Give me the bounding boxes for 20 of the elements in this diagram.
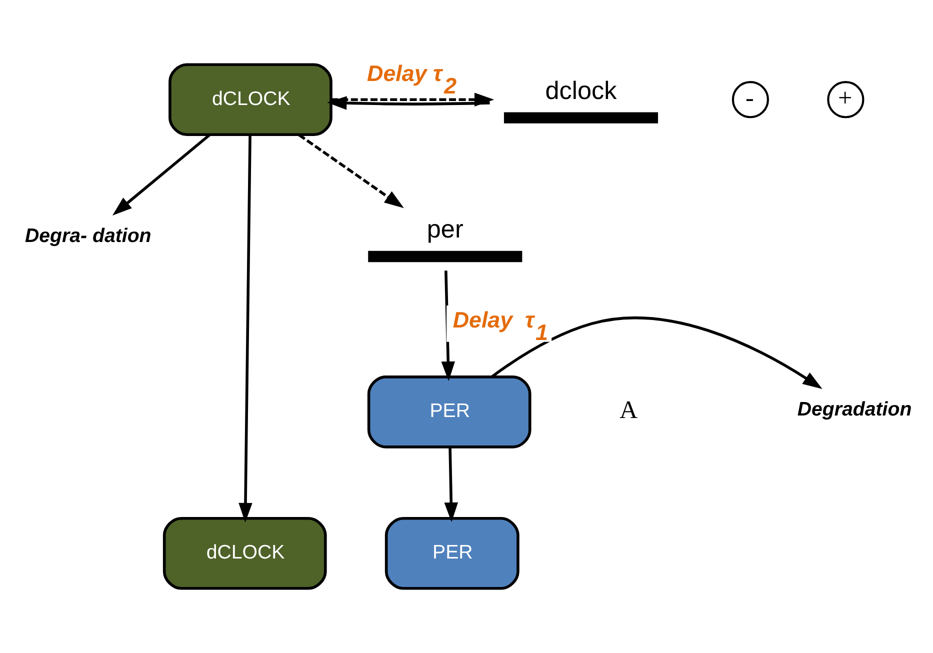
arrow bbox=[298, 134, 404, 208]
arrow bbox=[331, 92, 494, 106]
arrow bbox=[441, 270, 455, 382]
label: - bbox=[746, 84, 754, 112]
label: + bbox=[838, 84, 852, 112]
label: A bbox=[620, 397, 638, 424]
node-label: per bbox=[426, 215, 464, 244]
node-box: dCLOCK bbox=[168, 63, 332, 136]
node-box bbox=[368, 250, 522, 262]
arrow bbox=[444, 447, 458, 522]
node-box: PER bbox=[384, 516, 520, 590]
node-box: PER bbox=[367, 376, 532, 448]
arrow bbox=[238, 134, 252, 523]
node-box bbox=[504, 112, 658, 124]
arrow bbox=[490, 316, 822, 390]
node-text: Degra- dation bbox=[24, 225, 152, 248]
node-text: Degradation bbox=[797, 398, 912, 421]
node-label: dclock bbox=[545, 76, 617, 105]
node-box: dCLOCK bbox=[162, 516, 327, 590]
arrow bbox=[112, 134, 210, 216]
